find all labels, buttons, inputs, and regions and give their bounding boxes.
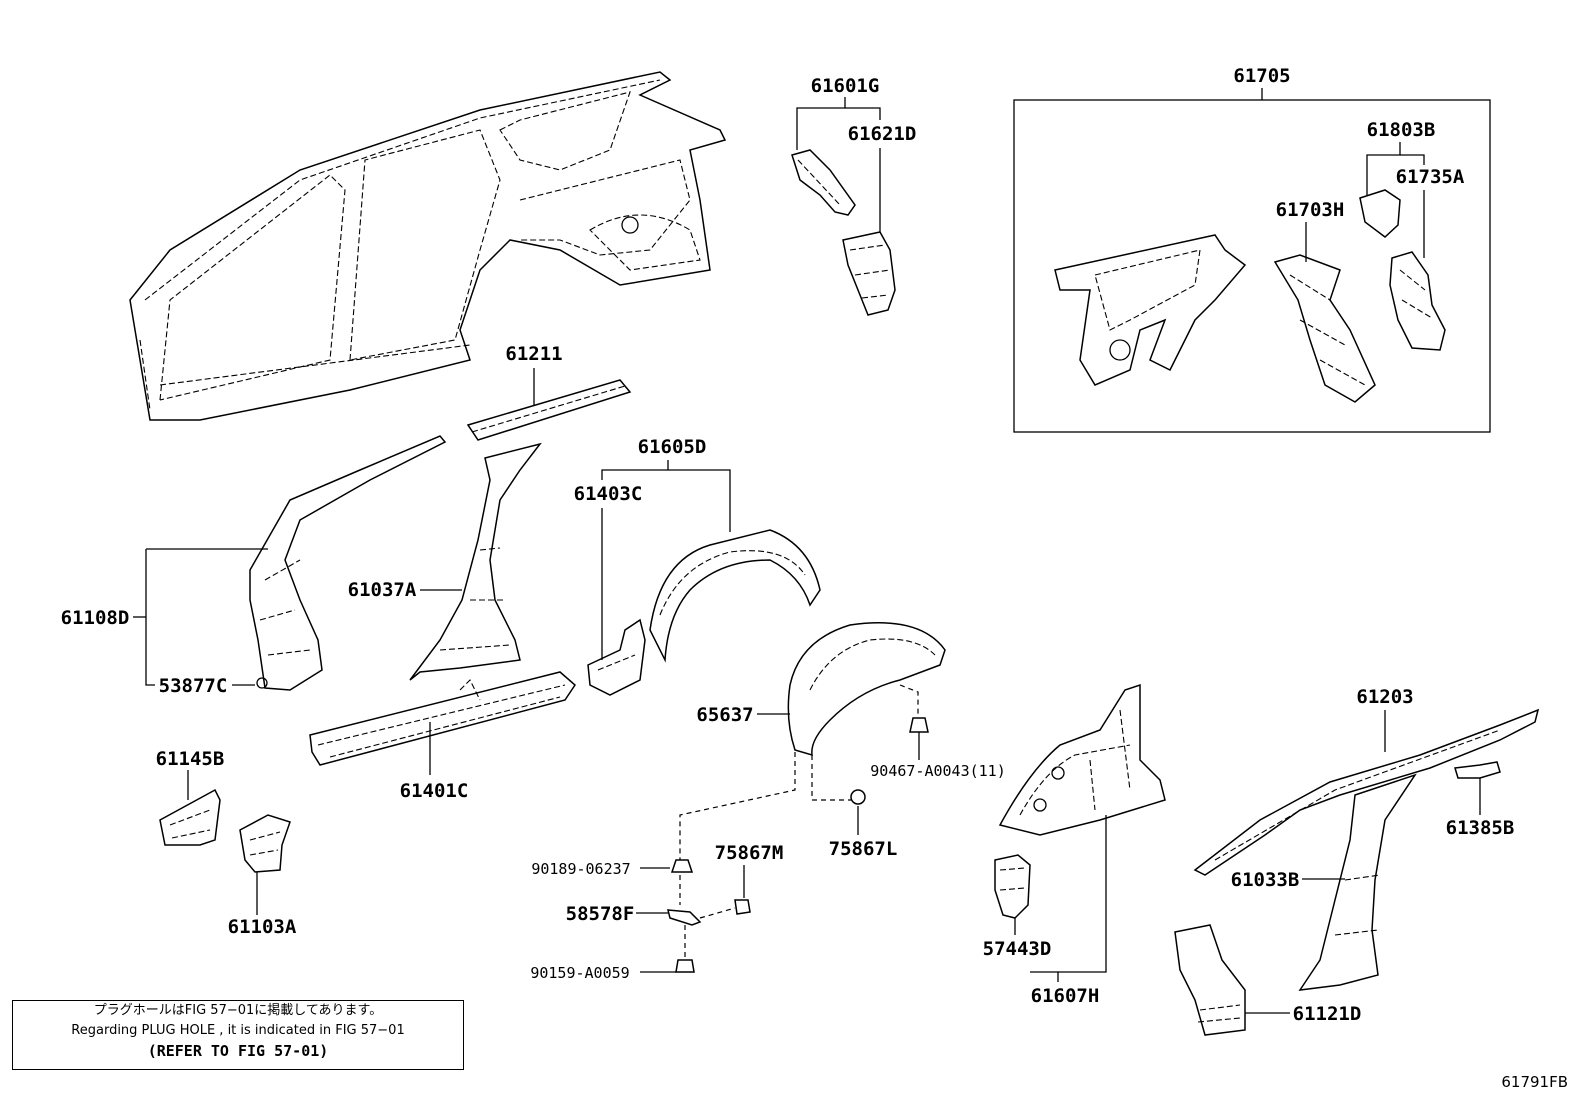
label-75867L: 75867L bbox=[829, 838, 898, 860]
group-box-61705 bbox=[1013, 99, 1491, 433]
clip-53877C-icon bbox=[256, 677, 268, 689]
label-61601G: 61601G bbox=[811, 75, 880, 97]
label-61401C: 61401C bbox=[400, 780, 469, 802]
label-57443D: 57443D bbox=[983, 938, 1052, 960]
part-61037A-drawing bbox=[409, 442, 542, 681]
plug-hole-note: プラグホールはFIG 57−01に掲載してあります。 Regarding PLU… bbox=[12, 1000, 464, 1070]
part-61601G-drawing bbox=[791, 149, 856, 216]
label-75867M: 75867M bbox=[715, 842, 784, 864]
part-65637-drawing bbox=[787, 622, 946, 757]
label-61703H: 61703H bbox=[1276, 199, 1345, 221]
label-61605D: 61605D bbox=[638, 436, 707, 458]
part-61108D-drawing bbox=[249, 435, 447, 691]
note-line-refer: (REFER TO FIG 57-01) bbox=[147, 1042, 329, 1060]
part-61033B-drawing bbox=[1298, 773, 1417, 991]
label-61145B: 61145B bbox=[156, 748, 225, 770]
label-61621D: 61621D bbox=[848, 123, 917, 145]
part-61203-drawing bbox=[1193, 708, 1540, 876]
part-61803B-drawing bbox=[1359, 189, 1401, 238]
figure-code: 61791FB bbox=[1501, 1073, 1568, 1091]
part-61403C-drawing bbox=[587, 618, 646, 696]
label-61211: 61211 bbox=[505, 343, 562, 365]
label-61037A: 61037A bbox=[348, 579, 417, 601]
part-61607H-drawing bbox=[998, 683, 1166, 836]
label-61385B: 61385B bbox=[1446, 817, 1515, 839]
note-line-japanese: プラグホールはFIG 57−01に掲載してあります。 bbox=[93, 1003, 383, 1018]
label-61403C: 61403C bbox=[574, 483, 643, 505]
label-61607H: 61607H bbox=[1031, 985, 1100, 1007]
bolt-90159-icon bbox=[675, 959, 695, 973]
label-58578F: 58578F bbox=[566, 903, 635, 925]
part-61735A-drawing bbox=[1389, 251, 1446, 351]
part-61121D-drawing bbox=[1174, 924, 1246, 1036]
part-61401C-drawing bbox=[309, 671, 576, 766]
label-61735A: 61735A bbox=[1396, 166, 1465, 188]
part-61605D-drawing bbox=[649, 529, 821, 663]
label-90159-A0059: 90159-A0059 bbox=[530, 964, 629, 982]
part-61705-drawing bbox=[1054, 234, 1247, 386]
label-61803B: 61803B bbox=[1367, 119, 1436, 141]
label-61103A: 61103A bbox=[228, 916, 297, 938]
label-61121D: 61121D bbox=[1293, 1003, 1362, 1025]
clip-75867M-icon bbox=[734, 899, 751, 915]
label-90189-06237: 90189-06237 bbox=[531, 860, 630, 878]
label-90467-A0043: 90467-A0043(11) bbox=[870, 762, 1005, 780]
part-61145B-drawing bbox=[159, 788, 221, 846]
clip-75867L-icon bbox=[850, 789, 866, 805]
label-61108D: 61108D bbox=[61, 607, 130, 629]
label-61705: 61705 bbox=[1233, 65, 1290, 87]
part-57443D-drawing bbox=[994, 854, 1031, 919]
part-61703H-drawing bbox=[1273, 254, 1376, 403]
part-61103A-drawing bbox=[239, 814, 291, 873]
clip-90467-icon bbox=[909, 717, 929, 733]
label-61033B: 61033B bbox=[1231, 869, 1300, 891]
label-65637: 65637 bbox=[696, 704, 753, 726]
clip-90189-icon bbox=[670, 859, 694, 873]
part-61385B-drawing bbox=[1454, 761, 1501, 779]
label-61203: 61203 bbox=[1356, 686, 1413, 708]
label-53877C: 53877C bbox=[159, 675, 228, 697]
part-61621D-drawing bbox=[842, 231, 896, 316]
bracket-58578F-icon bbox=[667, 909, 702, 926]
outer-side-panel-drawing bbox=[129, 71, 727, 421]
part-61211-drawing bbox=[466, 379, 632, 441]
note-line-english: Regarding PLUG HOLE , it is indicated in… bbox=[71, 1023, 405, 1038]
